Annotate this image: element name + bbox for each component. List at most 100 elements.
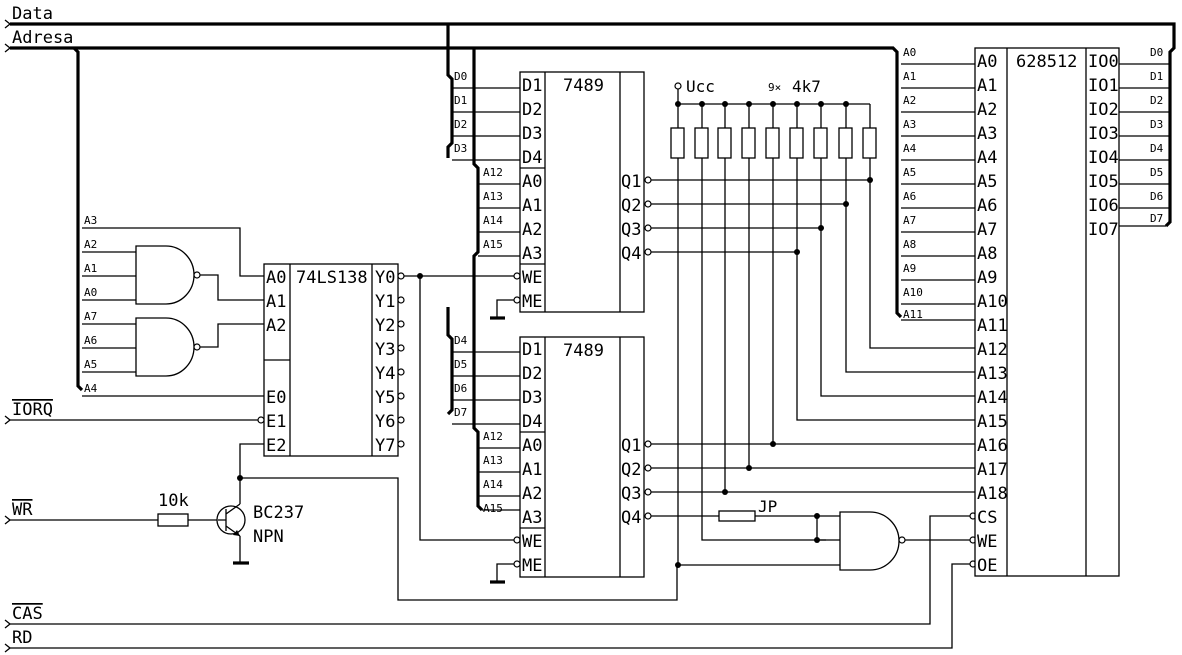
sram-ctl-pin: OE [977,556,997,576]
decoder-output-pin: Y0 [375,268,395,288]
ram-bottom-data-tap: D7 [454,406,467,419]
sram-data-tap: D4 [1150,142,1164,155]
sram-addr-pin: A3 [977,124,997,144]
sram-addr-tap: A7 [903,214,916,227]
decoder-output-pin: Y3 [375,340,395,360]
pullup-network [670,82,975,565]
decoder-output-pin: Y5 [375,388,395,408]
supply-label: Ucc [686,77,715,96]
sram-ctl-pin: CS [977,508,997,528]
nand-gate-output [678,511,977,571]
jumper-label: JP [758,497,777,516]
ram-top-data-tap: D2 [454,118,467,131]
decoder-tap-label: A3 [84,214,97,227]
wr-label: WR [12,500,33,520]
sram-addr-pin: A17 [977,460,1008,480]
decoder-tap-label: A7 [84,310,97,323]
sram-addr-pin: A1 [977,76,997,96]
sram-io-pin: IO5 [1088,172,1119,192]
decoder-input-pin: A0 [266,268,286,288]
sram-data-tap: D3 [1150,118,1163,131]
ram-top-d-pin: D3 [522,124,542,144]
ram-bottom-q-pin: Q1 [621,436,641,456]
ram-bottom-d-pin: D1 [522,340,542,360]
ram-bottom-data-tap: D6 [454,382,467,395]
sram-addr-pin: A9 [977,268,997,288]
sram-io-pin: IO3 [1088,124,1119,144]
sram-addr-pin: A13 [977,364,1008,384]
sram-data-tap: D2 [1150,94,1163,107]
sram-io-pin: IO0 [1088,52,1119,72]
ram-top-ctl-pin: ME [522,292,542,312]
sram-chip [901,47,1170,577]
ram-top-name: 7489 [563,76,604,96]
sram-io-pin: IO4 [1088,148,1119,168]
nand-gate-upper [82,227,264,305]
sram-addr-tap: A11 [903,308,923,321]
ram-top-addr-tap: A13 [483,190,503,203]
ram-top-q-pin: Q1 [621,172,641,192]
wr-line [4,513,218,527]
ram-top-d-pin: D1 [522,76,542,96]
pullup-value: 4k7 [792,77,821,96]
ram-bottom-q-pin: Q3 [621,484,641,504]
sram-io-pin: IO2 [1088,100,1119,120]
iorq-label: IORQ [12,400,53,420]
rd-label: RD [12,628,32,648]
sram-io-pin: IO6 [1088,196,1119,216]
ram-top-d-pin: D4 [522,148,542,168]
ram-top-addr-tap: A14 [483,214,503,227]
ram-top-a-pin: A3 [522,244,542,264]
pullup-count: 9× [768,81,781,94]
decoder-input-pin: E1 [266,412,286,432]
sram-addr-pin: A10 [977,292,1008,312]
sram-addr-tap: A8 [903,238,916,251]
sram-addr-tap: A5 [903,166,916,179]
ram-bottom-data-tap: D4 [454,334,468,347]
decoder-input-pin: E0 [266,388,286,408]
sram-data-tap: D7 [1150,212,1163,225]
sram-addr-tap: A9 [903,262,916,275]
cas-line [4,512,977,629]
ram-bottom-data-tap: D5 [454,358,467,371]
ram-top-q-pin: Q3 [621,220,641,240]
decoder-input-pin: E2 [266,436,286,456]
ram-top-addr-tap: A15 [483,238,503,251]
sram-ctl-pin: WE [977,532,997,552]
decoder-tap-label: A1 [84,262,97,275]
ram-bottom-a-pin: A2 [522,484,542,504]
address-bus [4,43,903,512]
rd-line [4,560,977,653]
sram-data-tap: D1 [1150,70,1163,83]
decoder-input-pin: A2 [266,316,286,336]
decoder-chip-name: 74LS138 [296,268,368,288]
decoder-tap-label: A4 [84,382,98,395]
sram-addr-pin: A6 [977,196,997,216]
sram-addr-pin: A7 [977,220,997,240]
ram-top-data-tap: D0 [454,70,467,83]
sram-data-tap: D0 [1150,46,1163,59]
decoder-input-pin: A1 [266,292,286,312]
sram-addr-tap: A1 [903,70,916,83]
decoder-output-pin: Y1 [375,292,395,312]
ram-bottom-addr-tap: A14 [483,478,503,491]
decoder-tap-label: A0 [84,286,97,299]
ram-bottom-a-pin: A1 [522,460,542,480]
transistor-name: BC237 [253,503,304,523]
ram-bottom-addr-tap: A12 [483,430,503,443]
sram-addr-pin: A16 [977,436,1008,456]
decoder-tap-label: A2 [84,238,97,251]
decoder-output-pin: Y2 [375,316,395,336]
data-bus [4,19,1176,416]
sram-addr-tap: A2 [903,94,916,107]
sram-addr-pin: A4 [977,148,997,168]
ram-top-data-tap: D3 [454,142,467,155]
ram-top-q-pin: Q2 [621,196,641,216]
decoder-tap-label: A6 [84,334,97,347]
ram-top-a-pin: A0 [522,172,542,192]
cas-label: CAS [12,604,43,624]
sram-addr-pin: A11 [977,316,1008,336]
transistor-type: NPN [253,527,284,547]
ram-top-chip [452,71,645,320]
ram-bottom-d-pin: D4 [522,412,542,432]
